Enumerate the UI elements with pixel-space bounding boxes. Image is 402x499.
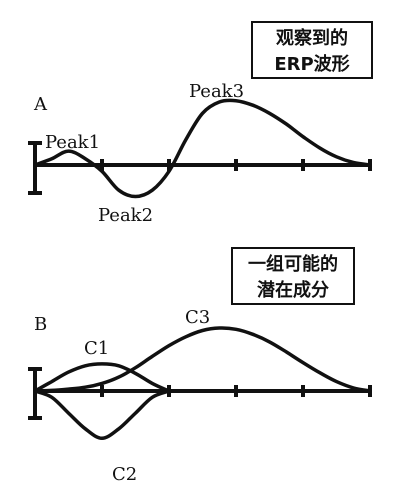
panel-a-label: A — [33, 94, 48, 115]
latent-components-box-line2: 潜在成分 — [257, 279, 329, 301]
component-c3-wave — [33, 326, 372, 393]
observed-erp-box-line1: 观察到的 — [276, 27, 348, 49]
c1-label: C1 — [84, 338, 109, 359]
observed-erp-box-line2: ERP波形 — [274, 53, 349, 75]
peak3-label: Peak3 — [189, 81, 244, 102]
component-c2-wave — [33, 389, 171, 441]
component-c1-wave — [33, 362, 171, 393]
latent-components-box — [231, 247, 355, 305]
panel-a: 观察到的 ERP波形 A Peak1 Peak2 Peak3 — [28, 21, 373, 226]
peak1-label: Peak1 — [45, 132, 100, 153]
observed-erp-wave — [33, 98, 372, 199]
c2-label: C2 — [112, 464, 137, 485]
panel-b: 一组可能的 潜在成分 B C1 C2 C3 — [28, 247, 372, 485]
observed-erp-box — [251, 21, 373, 79]
peak2-label: Peak2 — [98, 205, 153, 226]
latent-components-box-line1: 一组可能的 — [248, 253, 338, 275]
panel-b-label: B — [34, 314, 47, 335]
c3-label: C3 — [185, 307, 210, 328]
